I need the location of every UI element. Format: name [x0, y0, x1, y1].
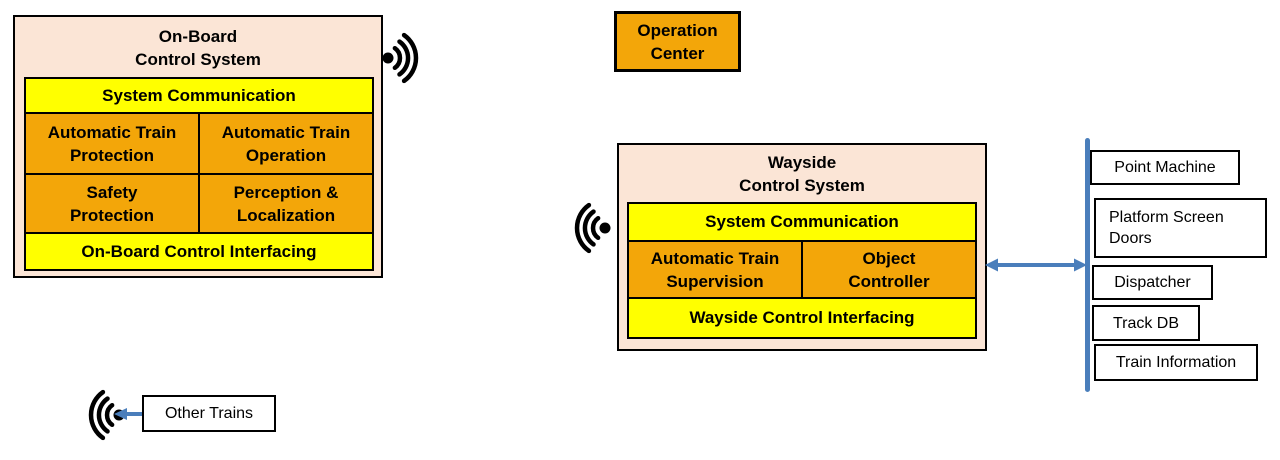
wifi-icon-onboard — [382, 32, 419, 84]
cell-text: Perception & — [233, 182, 339, 202]
onboard-title-line1: On-Board — [158, 27, 238, 46]
cell-safety-protection: Safety Protection — [24, 173, 200, 234]
field-box-dispatcher: Dispatcher — [1092, 265, 1213, 300]
cell-automatic-train-protection: Automatic Train Protection — [24, 112, 200, 175]
wifi-icon-wayside — [574, 202, 611, 254]
operation-center-box: Operation Center — [614, 11, 741, 72]
field-box-platform-screen-doors: Platform Screen Doors — [1094, 198, 1267, 258]
cell-text: Operation — [245, 145, 327, 165]
cell-automatic-train-supervision: Automatic Train Supervision — [627, 240, 803, 299]
cell-text: Controller — [848, 271, 930, 291]
wayside-row-1: Automatic Train Supervision Object Contr… — [627, 240, 977, 299]
cell-text: Object — [862, 248, 916, 268]
cell-text: Safety — [86, 182, 138, 202]
field-bus-line — [1085, 138, 1090, 392]
wayside-title: Wayside Control System — [619, 145, 985, 197]
cell-text: Automatic Train — [650, 248, 780, 268]
onboard-row-1: Automatic Train Protection Automatic Tra… — [24, 112, 374, 175]
cell-text: Protection — [69, 205, 155, 225]
wayside-title-line1: Wayside — [767, 153, 837, 172]
onboard-control-interfacing-bar: On-Board Control Interfacing — [24, 232, 374, 271]
cell-text: Automatic Train — [47, 122, 177, 142]
arrow-other-trains — [114, 408, 144, 420]
onboard-system-communication-bar: System Communication — [24, 77, 374, 114]
other-trains-box: Other Trains — [142, 395, 276, 432]
field-box-train-information: Train Information — [1094, 344, 1258, 381]
operation-center-line1: Operation — [637, 20, 718, 40]
onboard-title-line2: Control System — [135, 50, 261, 69]
field-box-point-machine: Point Machine — [1090, 150, 1240, 185]
operation-center-line2: Center — [650, 43, 705, 63]
field-box-track-db: Track DB — [1092, 305, 1200, 341]
cell-perception-localization: Perception & Localization — [198, 173, 374, 234]
cell-text: Localization — [236, 205, 336, 225]
onboard-control-system-panel: On-Board Control System System Communica… — [13, 15, 383, 278]
cell-text: Automatic Train — [221, 122, 351, 142]
onboard-title: On-Board Control System — [15, 17, 381, 71]
wayside-system-communication-bar: System Communication — [627, 202, 977, 242]
cell-object-controller: Object Controller — [801, 240, 977, 299]
wayside-control-interfacing-bar: Wayside Control Interfacing — [627, 297, 977, 339]
cell-text: Supervision — [666, 271, 764, 291]
onboard-row-2: Safety Protection Perception & Localizat… — [24, 173, 374, 234]
wayside-title-line2: Control System — [739, 176, 865, 195]
double-arrow-wayside-field — [985, 258, 1087, 272]
cell-automatic-train-operation: Automatic Train Operation — [198, 112, 374, 175]
wayside-control-system-panel: Wayside Control System System Communicat… — [617, 143, 987, 351]
cell-text: Protection — [69, 145, 155, 165]
